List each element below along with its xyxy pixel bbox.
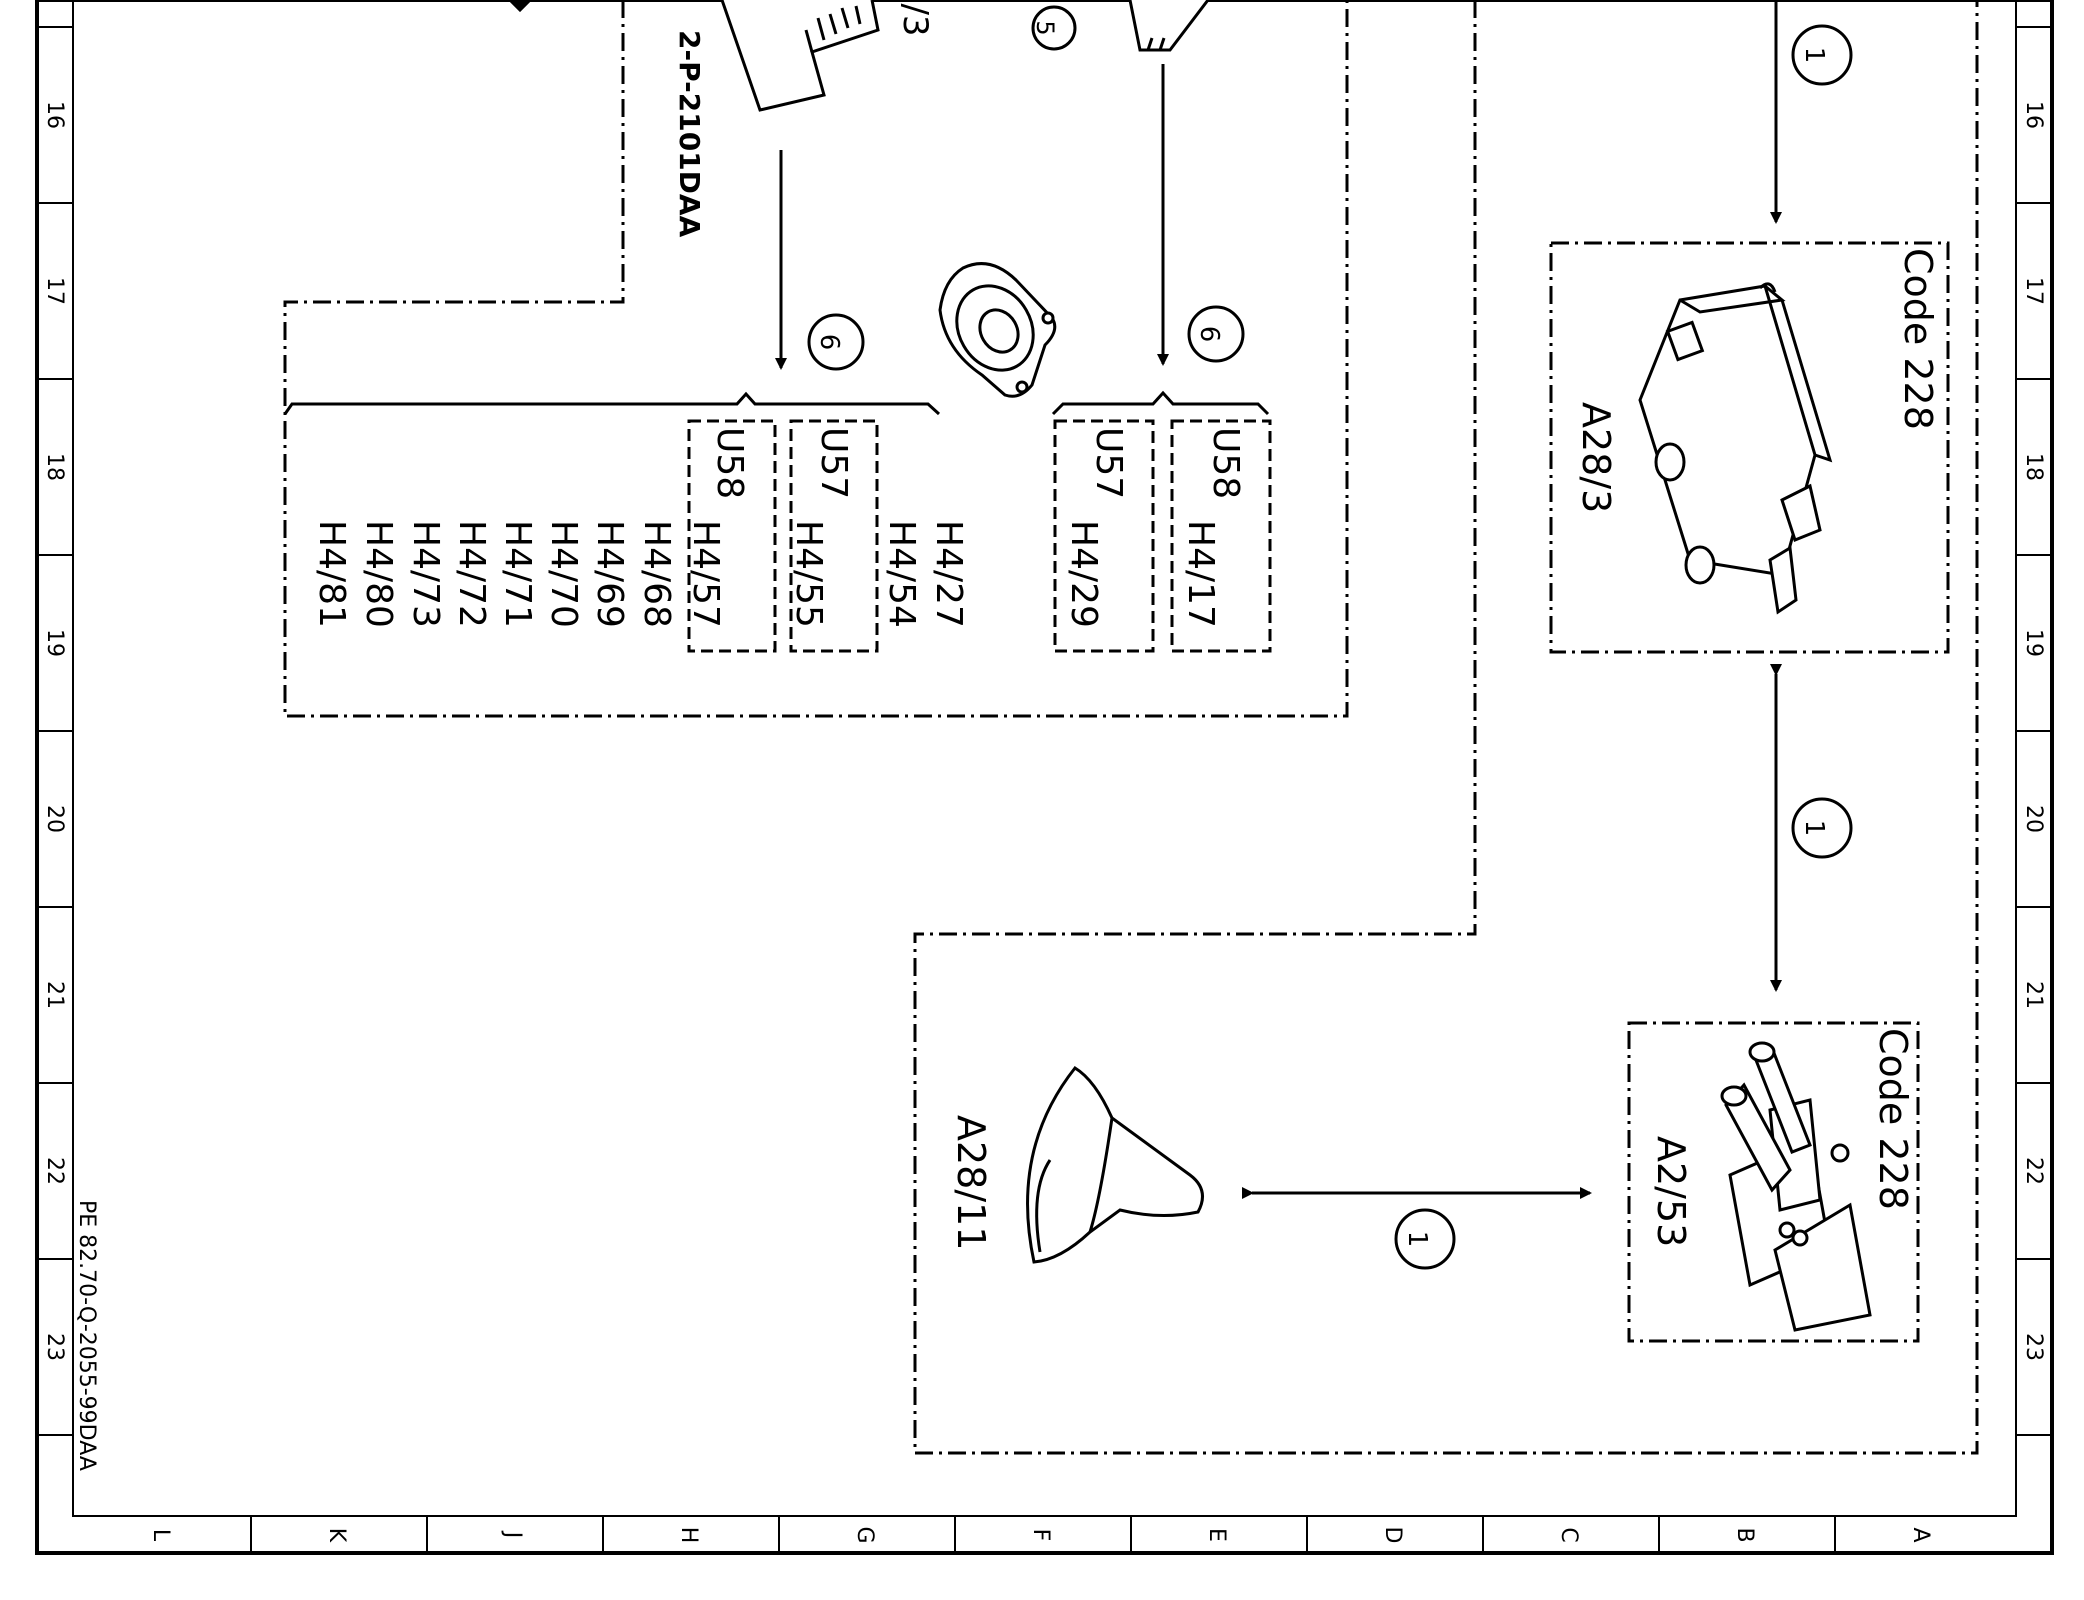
- fuse-box-u58-left-unit: U58: [709, 427, 750, 499]
- valve-component: [1720, 1041, 1872, 1332]
- column-letters: L K J H G F E D C B A: [148, 1526, 1933, 1543]
- bottom-column-strip: [250, 1516, 1836, 1553]
- row-number-21-left: 21: [42, 981, 67, 1009]
- switch-component: [1638, 282, 1833, 615]
- column-letter-e: E: [1204, 1528, 1229, 1542]
- valve-box-outline: [1627, 1021, 1920, 1343]
- reference-label: 2-P-2101DAA: [673, 30, 706, 238]
- column-letter-f: F: [1028, 1529, 1053, 1542]
- column-letter-j: J: [500, 1530, 525, 1539]
- valve-box-code: Code 228: [1871, 1028, 1915, 1210]
- fuse-box-outlines: [687, 419, 1272, 653]
- fuse-box-u57-right: [1053, 419, 1155, 653]
- callout-one-middle-label: 1: [1799, 820, 1829, 837]
- fuse-box-u57-right-unit: U57: [1088, 427, 1129, 499]
- speaker-component: [938, 262, 1057, 398]
- column-letter-g: G: [852, 1526, 877, 1543]
- fuse-box-u58-right: [1170, 419, 1272, 653]
- row-number-17-right: 17: [2021, 277, 2046, 305]
- outer-border: [35, 0, 2054, 1555]
- fuse-box-u57-left: [789, 419, 879, 653]
- fuse-box-u58-left: [687, 419, 777, 653]
- extra-fuse-h4-71: H4/71: [497, 520, 538, 628]
- horn-component: [1026, 1066, 1204, 1264]
- fuse-box-u58-right-fuse: H4/17: [1180, 520, 1221, 628]
- left-bracket: [283, 391, 941, 416]
- row-number-19-right: 19: [2021, 629, 2046, 657]
- right-fuse-group: U57 H4/29 U58 H4/17: [1063, 427, 1246, 628]
- column-letter-c: C: [1556, 1527, 1581, 1542]
- valve-box-label: A2/53: [1649, 1136, 1693, 1247]
- row-number-22-right: 22: [2021, 1157, 2046, 1185]
- switch-box-code: Code 228: [1896, 248, 1940, 430]
- fuse-box-u57-left-unit: U57: [813, 427, 854, 499]
- row-number-20-left: 20: [42, 805, 67, 833]
- column-letter-a: A: [1908, 1527, 1933, 1542]
- column-letter-k: K: [324, 1528, 349, 1543]
- column-letter-d: D: [1380, 1527, 1405, 1544]
- right-row-strip: [2016, 26, 2052, 1436]
- callout-five-circle: [1031, 5, 1077, 51]
- callout-six-right-label: 6: [1194, 326, 1224, 343]
- drawing-frame: [35, 0, 2054, 1555]
- row-number-23-right: 23: [2021, 1333, 2046, 1361]
- fuse-box-u57-left-fuse: H4/55: [788, 520, 829, 628]
- callout-six-left-circle: [807, 313, 865, 371]
- fuse-box-u58-left-fuse: H4/57: [685, 520, 726, 628]
- row-number-21-right: 21: [2021, 981, 2046, 1009]
- right-row-numbers: 16 17 18 19 20 21 22 23: [2021, 101, 2046, 1361]
- row-number-16-left: 16: [42, 101, 67, 129]
- row-number-18-left: 18: [42, 453, 67, 481]
- callout-five-label: 5: [1031, 20, 1059, 35]
- row-number-18-right: 18: [2021, 453, 2046, 481]
- switch-box-outline: [1549, 241, 1950, 654]
- fuse-box-u57-right-fuse: H4/29: [1063, 520, 1104, 628]
- row-number-19-left: 19: [42, 629, 67, 657]
- extra-fuse-h4-70: H4/70: [543, 520, 584, 628]
- row-number-23-left: 23: [42, 1333, 67, 1361]
- connector-partial: [1128, 0, 1210, 52]
- column-letter-b: B: [1732, 1527, 1757, 1542]
- inner-border: [72, 0, 2017, 1517]
- extra-fuse-h4-73: H4/73: [405, 520, 446, 628]
- callout-six-right-circle: [1187, 305, 1245, 363]
- callout-one-top-label: 1: [1799, 47, 1829, 64]
- extra-fuse-h4-69: H4/69: [589, 520, 630, 628]
- switch-box-label: A28/3: [1574, 402, 1618, 513]
- extra-fuse-h4-80: H4/80: [358, 520, 399, 628]
- extra-fuse-h4-72: H4/72: [451, 520, 492, 628]
- top-left-region-outline: [283, 0, 1349, 718]
- horn-label: A28/11: [949, 1115, 993, 1251]
- right-bracket: [1051, 390, 1270, 416]
- fragment-label: /3: [895, 3, 935, 36]
- column-letter-h: H: [676, 1527, 701, 1544]
- brackets: [283, 390, 1270, 416]
- row-number-20-right: 20: [2021, 805, 2046, 833]
- left-row-strip: [37, 26, 73, 1436]
- callout-one-bottom-circle: [1394, 1208, 1456, 1270]
- drawing-number: PE 82.70-Q-2055-99DAA: [74, 1200, 99, 1471]
- arrow-left-top-partial: [507, 0, 533, 13]
- extra-fuse-h4-81: H4/81: [311, 520, 352, 628]
- left-row-numbers: 16 17 18 19 20 21 22 23: [42, 101, 67, 1361]
- callout-six-left-label: 6: [814, 334, 844, 351]
- row-number-22-left: 22: [42, 1157, 67, 1185]
- region-outlines: [283, 0, 1979, 1455]
- fuse-box-u58-right-unit: U58: [1205, 427, 1246, 499]
- extra-fuse-h4-27: H4/27: [928, 520, 969, 628]
- row-number-16-right: 16: [2021, 101, 2046, 129]
- extra-fuse-h4-54: H4/54: [881, 520, 922, 628]
- relay-partial: [507, 0, 880, 112]
- callout-one-top-circle: [1791, 24, 1853, 86]
- callout-one-middle-circle: [1791, 797, 1853, 859]
- column-letter-l: L: [148, 1529, 173, 1542]
- extra-fuse-h4-68: H4/68: [636, 520, 677, 628]
- callout-one-bottom-label: 1: [1402, 1231, 1432, 1248]
- left-fuse-group: U58 H4/57 U57 H4/55 H4/27 H4/54 H4/68 H4…: [311, 427, 969, 628]
- right-region-outline: [913, 0, 1979, 1455]
- row-number-17-left: 17: [42, 277, 67, 305]
